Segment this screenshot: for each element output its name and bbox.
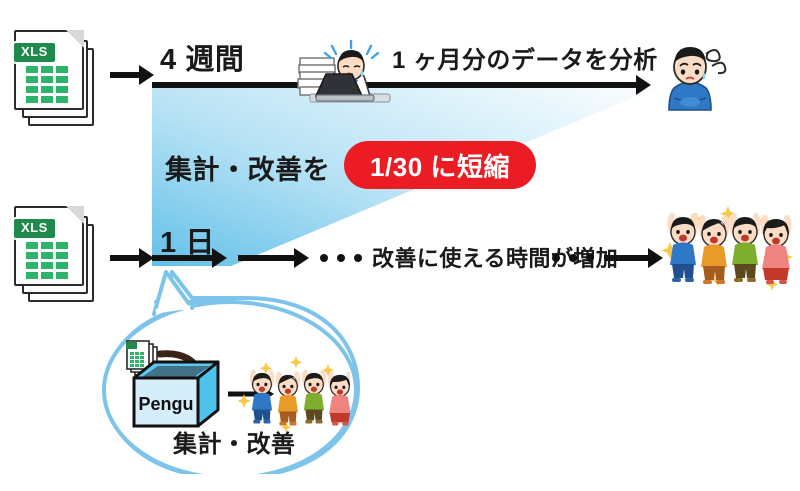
leading-dots-after: [320, 254, 362, 262]
spreadsheet-grid-icon: [26, 242, 68, 279]
reduction-badge: 1/30 に短縮: [344, 141, 536, 189]
xls-document-icon-before: XLS: [12, 28, 110, 128]
page-fold-icon: [66, 206, 84, 224]
pengu-label: Pengu: [138, 394, 193, 414]
callout-lead-text: 集計・改善を: [165, 155, 331, 185]
xls-badge-label: XLS: [12, 217, 57, 240]
stressed-office-worker-icon: [297, 39, 391, 103]
xls-badge-label: XLS: [12, 41, 57, 64]
page-fold-icon: [66, 30, 84, 48]
duration-label-after: 1 日: [160, 227, 215, 259]
xls-sheet-front: XLS: [12, 206, 84, 286]
pengu-tool-box-icon: Pengu: [132, 360, 220, 428]
xls-document-icon-after: XLS: [12, 204, 110, 304]
timeline-rule-before: [152, 82, 646, 88]
xls-sheet-front: XLS: [12, 30, 84, 110]
duration-label-before: 4 週間: [160, 44, 245, 76]
trailing-dots-after: [552, 254, 594, 262]
process-label-before: 1 ヶ月分のデータを分析: [392, 47, 658, 74]
spreadsheet-grid-icon: [26, 66, 68, 103]
cheering-people-icon: [661, 206, 793, 290]
troubled-person-icon: [668, 47, 727, 111]
bubble-caption: 集計・改善: [173, 431, 296, 458]
reduction-badge-label: 1/30 に短縮: [370, 151, 510, 182]
cheering-people-icon-bubble: [238, 356, 350, 433]
